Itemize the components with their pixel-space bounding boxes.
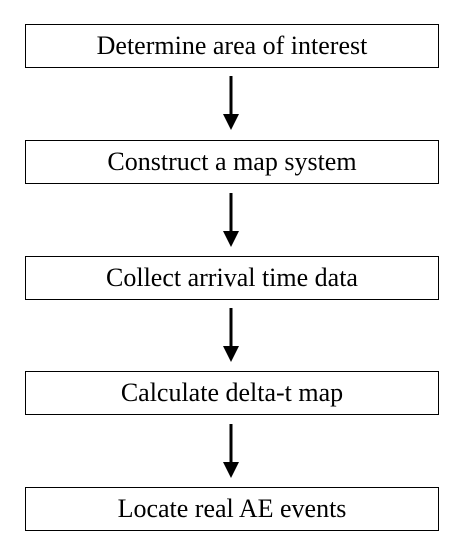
- step-box-construct-map: Construct a map system: [25, 140, 439, 184]
- down-arrow-icon: [223, 193, 239, 247]
- step-box-locate-ae-events: Locate real AE events: [25, 487, 439, 531]
- down-arrow-icon: [223, 76, 239, 130]
- step-label: Collect arrival time data: [106, 263, 358, 292]
- step-label: Locate real AE events: [117, 494, 347, 523]
- step-box-determine-area: Determine area of interest: [25, 24, 439, 68]
- down-arrow-icon: [223, 308, 239, 362]
- step-label: Determine area of interest: [96, 31, 368, 60]
- step-box-calculate-delta-t: Calculate delta-t map: [25, 371, 439, 415]
- step-label: Construct a map system: [107, 147, 357, 176]
- down-arrow-icon: [223, 424, 239, 478]
- step-box-collect-arrival-data: Collect arrival time data: [25, 256, 439, 300]
- step-label: Calculate delta-t map: [120, 378, 344, 407]
